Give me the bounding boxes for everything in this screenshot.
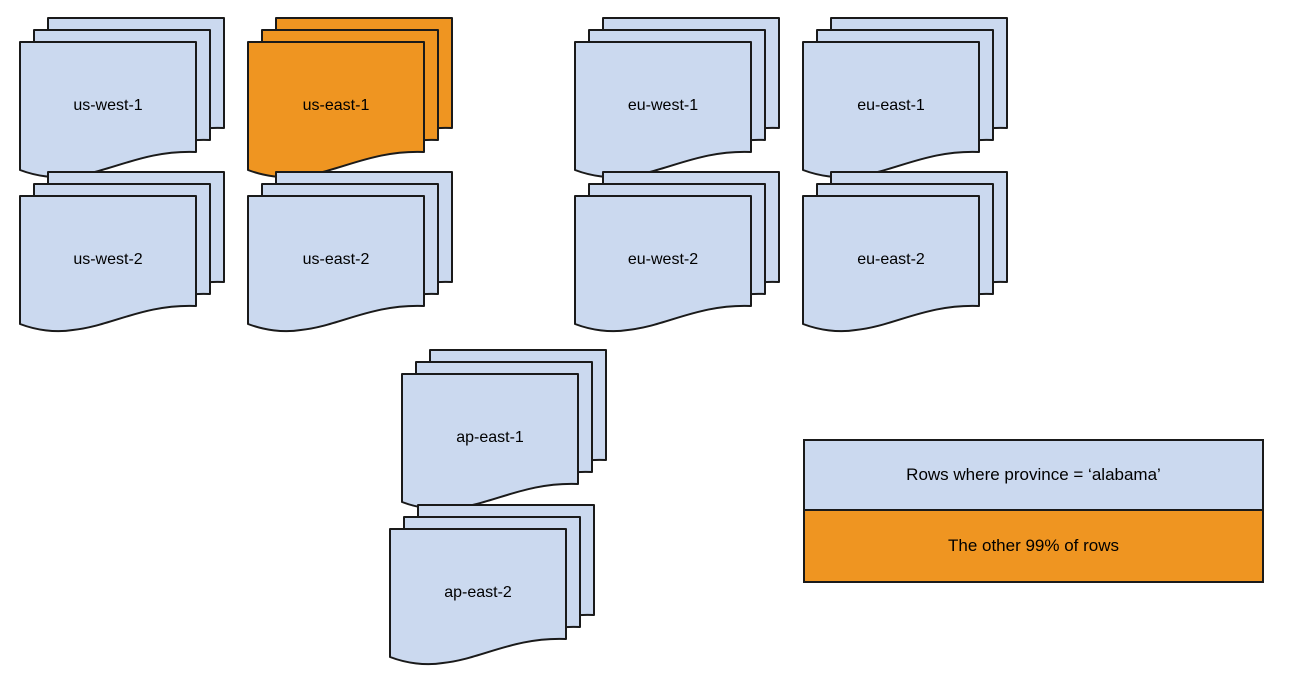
region-stack-label: us-east-1 bbox=[303, 97, 370, 114]
region-stack-ap-east-2[interactable]: ap-east-2 bbox=[389, 504, 600, 679]
region-stack-ap-east-1[interactable]: ap-east-1 bbox=[401, 349, 612, 524]
region-stack-eu-west-2[interactable]: eu-west-2 bbox=[574, 171, 785, 346]
region-stack-eu-east-1[interactable]: eu-east-1 bbox=[802, 17, 1013, 192]
region-stack-label: eu-west-1 bbox=[628, 97, 698, 114]
region-stack-label: eu-east-1 bbox=[857, 97, 925, 114]
region-stack-us-east-2[interactable]: us-east-2 bbox=[247, 171, 458, 346]
legend-item-matching-rows: Rows where province = ‘alabama’ bbox=[805, 441, 1262, 511]
legend-item-label: Rows where province = ‘alabama’ bbox=[906, 465, 1161, 484]
legend-item-label: The other 99% of rows bbox=[947, 536, 1120, 555]
region-stack-us-west-2[interactable]: us-west-2 bbox=[19, 171, 230, 346]
region-stack-label: us-west-1 bbox=[73, 97, 142, 114]
region-stack-eu-west-1[interactable]: eu-west-1 bbox=[574, 17, 785, 192]
region-stack-label: eu-west-2 bbox=[628, 251, 698, 268]
document-sheet-front bbox=[19, 195, 197, 333]
region-stack-us-west-1[interactable]: us-west-1 bbox=[19, 17, 230, 192]
region-stack-label: ap-east-1 bbox=[456, 429, 524, 446]
document-sheet-front bbox=[389, 528, 567, 666]
document-sheet-front bbox=[574, 195, 752, 333]
document-sheet-front bbox=[247, 195, 425, 333]
region-stack-us-east-1[interactable]: us-east-1 bbox=[247, 17, 458, 192]
legend-item-other-rows: The other 99% of rows bbox=[805, 511, 1262, 581]
region-stack-eu-east-2[interactable]: eu-east-2 bbox=[802, 171, 1013, 346]
region-stack-label: us-west-2 bbox=[73, 251, 142, 268]
region-stack-label: ap-east-2 bbox=[444, 584, 512, 601]
legend: Rows where province = ‘alabama’ The other… bbox=[803, 439, 1264, 583]
region-stack-label: eu-east-2 bbox=[857, 251, 925, 268]
document-sheet-front bbox=[802, 195, 980, 333]
region-stack-label: us-east-2 bbox=[303, 251, 370, 268]
